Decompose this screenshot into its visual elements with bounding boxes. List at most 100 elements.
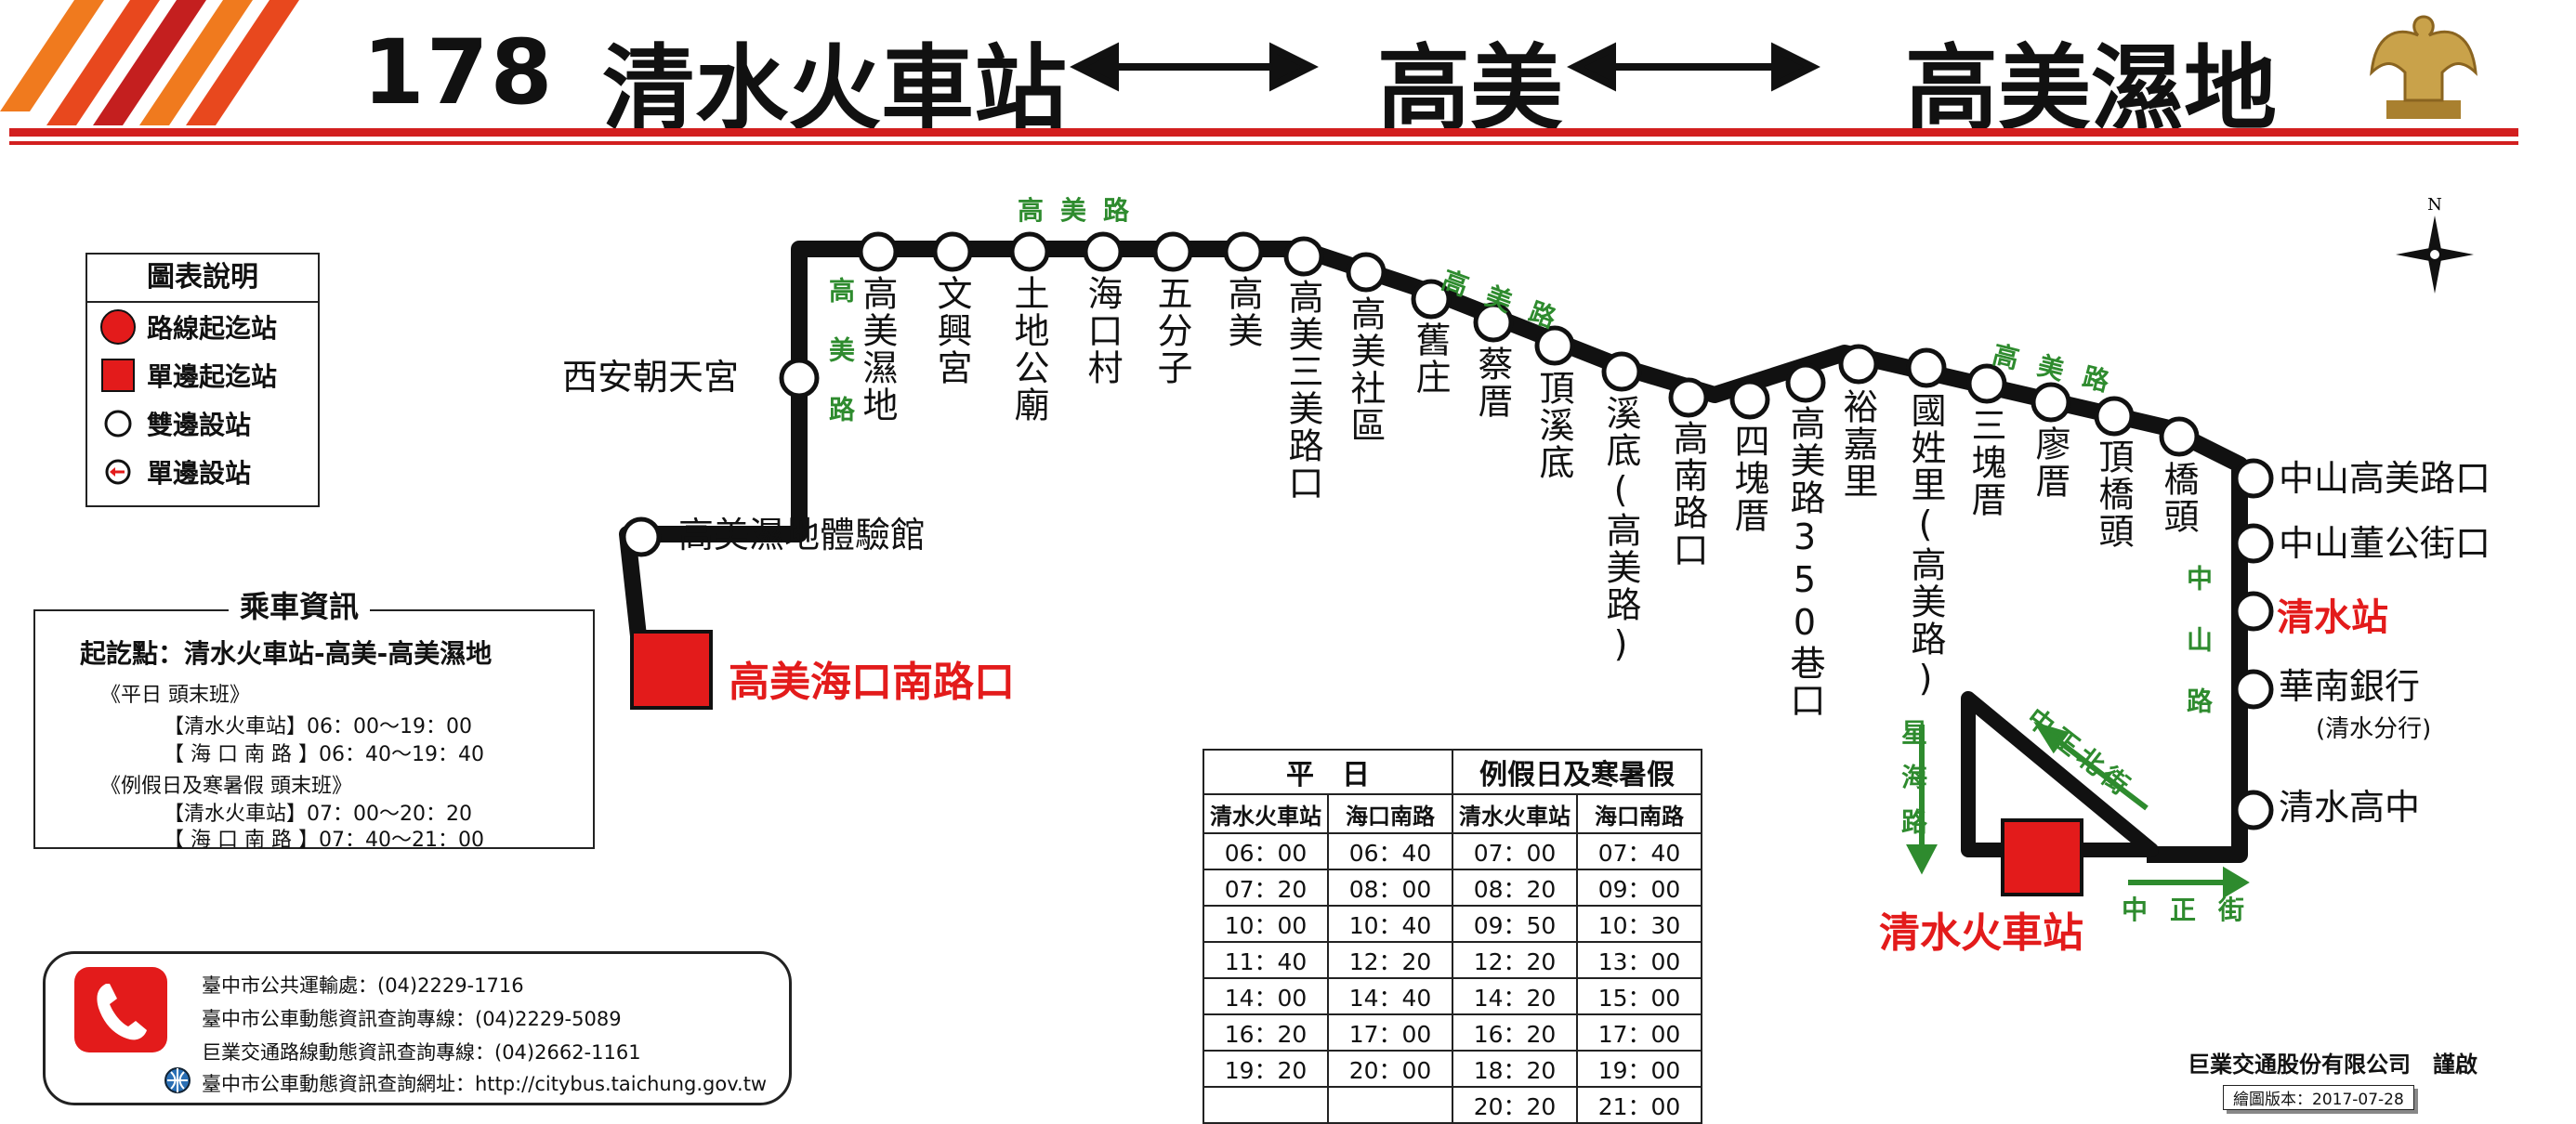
schedule-cell: 15：00 [1576,977,1702,1015]
schedule-cell: 07：20 [1203,869,1329,907]
terminal-a-title: 清水火車站 [602,34,1067,143]
contact-line: 臺中市公車動態資訊查詢專線：(04)2229-5089 [202,1008,622,1030]
label-wenxing-temple: 文興宮 [931,275,972,386]
label-guoxingli: 國姓里(高美路) [1905,392,1946,700]
schedule-col-header: 海口南路 [1576,793,1702,834]
contact-line: 臺中市公共運輸處：(04)2229-1716 [202,974,524,997]
label-zhongshan-donggong: 中山董公街口 [2279,523,2491,564]
legend-title: 圖表說明 [87,255,318,303]
schedule-cell: 06：40 [1327,832,1453,870]
globe-icon [164,1067,191,1093]
label-sankuaicuo: 三塊厝 [1965,407,2006,518]
schedule-cell: 10：30 [1576,905,1702,943]
schedule-cell: 12：20 [1327,941,1453,979]
stop-gaomei-wetland [858,231,899,272]
label-qingshui-high: 清水高中 [2279,787,2421,828]
legend-item: 單邊設站 [87,448,318,496]
road-gaomei-left: 高美路 [825,277,856,455]
legend-label: 單邊起迄站 [147,361,278,392]
label-yujiali: 裕嘉里 [1837,388,1878,500]
schedule-cell [1203,1086,1329,1124]
stop-tudigong [1009,231,1050,272]
schedule-cell: 10：00 [1203,905,1329,943]
stop-jiuzhuang [1411,279,1452,320]
schedule-cell: 14：40 [1327,977,1453,1015]
legend-label: 雙邊設站 [147,410,252,440]
legend-box: 圖表說明 路線起迄站 單邊起迄站 雙邊設站 單邊設站 [85,253,320,507]
label-wufenzi: 五分子 [1151,275,1192,386]
stop-xian-temple [779,358,820,399]
terminal-b-title: 高美 [1377,34,1563,143]
red-square-icon [101,359,135,392]
stop-yujiali [1838,344,1879,385]
schedule-cell: 08：20 [1452,869,1578,907]
label-haikou-south: 高美海口南路口 [729,659,1015,706]
legend-item: 雙邊設站 [87,399,318,448]
footer-company: 巨業交通股份有限公司 謹啟 [2188,1052,2477,1078]
riding-info-box: 起訖點：清水火車站-高美-高美濕地 《平日 頭末班》 【清水火車站】06：00～… [33,609,595,852]
stop-dingxidi [1534,325,1575,366]
schedule-cell: 09：50 [1452,905,1578,943]
schedule-col-header: 海口南路 [1327,793,1453,834]
info-terminals: 起訖點：清水火車站-高美-高美濕地 [80,638,493,669]
schedule-cell [1327,1086,1453,1124]
stop-wenxing-temple [932,231,973,272]
label-liaocuo: 廖厝 [2030,425,2070,500]
label-qingshui-station: 清水站 [2277,596,2388,639]
terminal-square-qingshui [2001,818,2083,896]
stop-wetland-museum [621,516,662,557]
terminal-square-haikou [630,630,713,710]
footer-version: 繪圖版本：2017-07-28 [2223,1085,2414,1110]
label-gaomei-wetland: 高美濕地 [857,275,898,424]
stop-sankuaicuo [1966,363,2007,404]
red-circle-icon [100,309,136,345]
label-dingxidi: 頂溪底 [1533,370,1574,481]
schedule-cell: 16：20 [1203,1013,1329,1052]
label-qingshui-train: 清水火車站 [1879,909,2083,957]
schedule-cell: 07：00 [1452,832,1578,870]
stop-liaocuo [2031,382,2071,423]
schedule-holiday-header: 例假日及寒暑假 [1452,749,1702,795]
svg-text:N: N [2427,195,2442,215]
info-weekday-line: 【清水火車站】06：00～19：00 [164,715,472,738]
stop-gaomei-sanmei [1283,236,1324,277]
road-zhongzheng: 中正街 [2122,895,2267,925]
label-gaomei-sanmei: 高美三美路口 [1282,279,1323,502]
terminal-c-title: 高美濕地 [1905,34,2277,143]
stop-qiaotou [2159,416,2200,457]
label-xidi: 溪底(高美路) [1600,395,1641,666]
label-wetland-museum: 高美濕地體驗館 [678,515,927,555]
schedule-col-header: 清水火車站 [1452,793,1578,834]
info-weekday-line: 【 海 口 南 路 】06：40～19：40 [164,743,484,766]
legend-item: 單邊起迄站 [87,351,318,399]
schedule-cell: 12：20 [1452,941,1578,979]
stop-gaomei-350 [1785,362,1826,403]
schedule-cell: 21：00 [1576,1086,1702,1124]
label-qiaotou: 橋頭 [2158,461,2199,535]
stop-sikuaicuo [1729,379,1770,420]
schedule-cell: 16：20 [1452,1013,1578,1052]
stop-huanan-bank [2233,669,2274,710]
road-xinghai: 星海路 [1898,719,1928,853]
schedule-cell: 11：40 [1203,941,1329,979]
label-caicuo: 蔡厝 [1472,346,1513,420]
white-circle-icon [104,410,132,438]
contact-url[interactable]: 臺中市公車動態資訊查詢網址：http://citybus.taichung.go… [202,1073,768,1095]
info-holiday-line: 【 海 口 南 路 】07：40～21：00 [164,829,484,852]
one-way-arrow-icon [105,459,131,485]
stop-wufenzi [1152,231,1193,272]
legend-label: 單邊設站 [147,458,252,489]
schedule-cell: 18：20 [1452,1050,1578,1088]
label-xian-temple: 西安朝天宮 [562,357,740,398]
stop-zhongshan-donggong [2233,523,2274,564]
schedule-cell: 13：00 [1576,941,1702,979]
schedule-cell: 19：00 [1576,1050,1702,1088]
legend-item: 路線起迄站 [87,303,318,351]
schedule-cell: 07：40 [1576,832,1702,870]
